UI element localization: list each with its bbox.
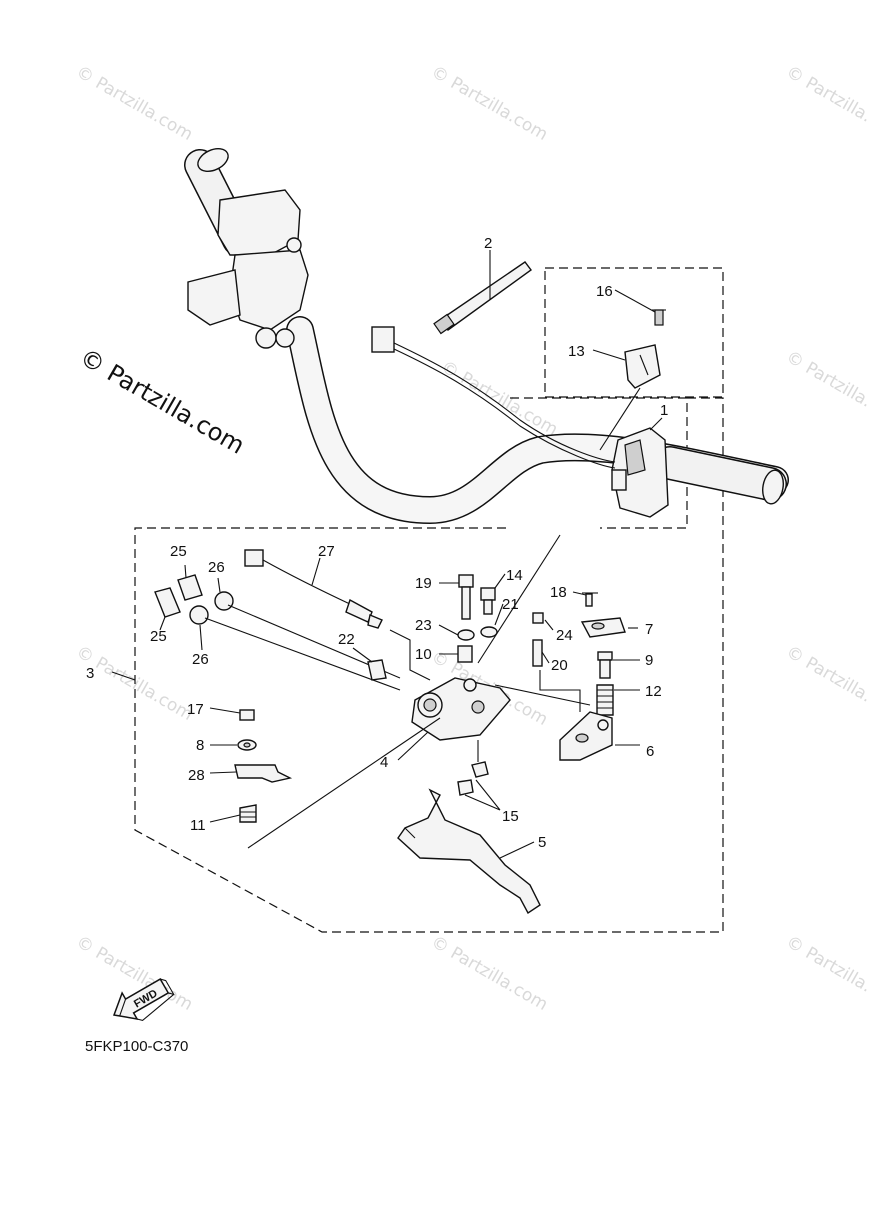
- watermark: © Partzilla.com: [783, 62, 869, 145]
- watermark: © Partzilla.com: [73, 62, 197, 145]
- callout-27: 27: [318, 543, 335, 560]
- callout-21: 21: [502, 596, 519, 613]
- adjusters-25-26: [155, 575, 400, 690]
- watermarks: © Partzilla.com © Partzilla.com © Partzi…: [73, 62, 869, 1015]
- fwd-label: FWD: [132, 987, 160, 1010]
- callout-3: 3: [86, 665, 94, 682]
- callout-20: 20: [551, 657, 568, 674]
- callout-16: 16: [596, 283, 613, 300]
- switch-assembly: [612, 428, 668, 517]
- callout-25-top: 25: [170, 543, 187, 560]
- callout-1: 1: [660, 402, 668, 419]
- diagram-code: 5FKP100-C370: [85, 1038, 188, 1055]
- callout-18: 18: [550, 584, 567, 601]
- watermark-large: © Partzilla.com: [75, 343, 249, 460]
- watermark: © Partzilla.com: [73, 642, 197, 725]
- callout-5: 5: [538, 834, 546, 851]
- callout-19: 19: [415, 575, 432, 592]
- callout-22: 22: [338, 631, 355, 648]
- left-hardware: [235, 710, 290, 822]
- callout-14: 14: [506, 567, 523, 584]
- watermark: © Partzilla.com: [783, 642, 869, 725]
- callout-10: 10: [415, 646, 432, 663]
- watermark: © Partzilla.com: [428, 932, 552, 1015]
- callout-4: 4: [380, 754, 388, 771]
- clamp-13: [600, 310, 666, 450]
- callout-24: 24: [556, 627, 573, 644]
- callout-17: 17: [187, 701, 204, 718]
- callout-15: 15: [502, 808, 519, 825]
- callout-8: 8: [196, 737, 204, 754]
- lever-holder-4: [412, 678, 510, 740]
- callout-13: 13: [568, 343, 585, 360]
- callout-6: 6: [646, 743, 654, 760]
- callout-12: 12: [645, 683, 662, 700]
- callout-11: 11: [190, 817, 206, 834]
- callout-26-bottom: 26: [192, 651, 209, 668]
- callout-2: 2: [484, 235, 492, 252]
- callout-28: 28: [188, 767, 205, 784]
- brake-lever-5: [398, 790, 540, 913]
- watermark: © Partzilla.com: [783, 347, 869, 430]
- right-hardware: [533, 593, 625, 760]
- watermark: © Partzilla.com: [428, 62, 552, 145]
- watermark: © Partzilla.com: [783, 932, 869, 1015]
- callout-26-top: 26: [208, 559, 225, 576]
- cable-27: [245, 550, 430, 680]
- callout-23: 23: [415, 617, 432, 634]
- callout-7: 7: [645, 621, 653, 638]
- callout-25-bottom: 25: [150, 628, 167, 645]
- callout-9: 9: [645, 652, 653, 669]
- cable-tie: [434, 262, 531, 334]
